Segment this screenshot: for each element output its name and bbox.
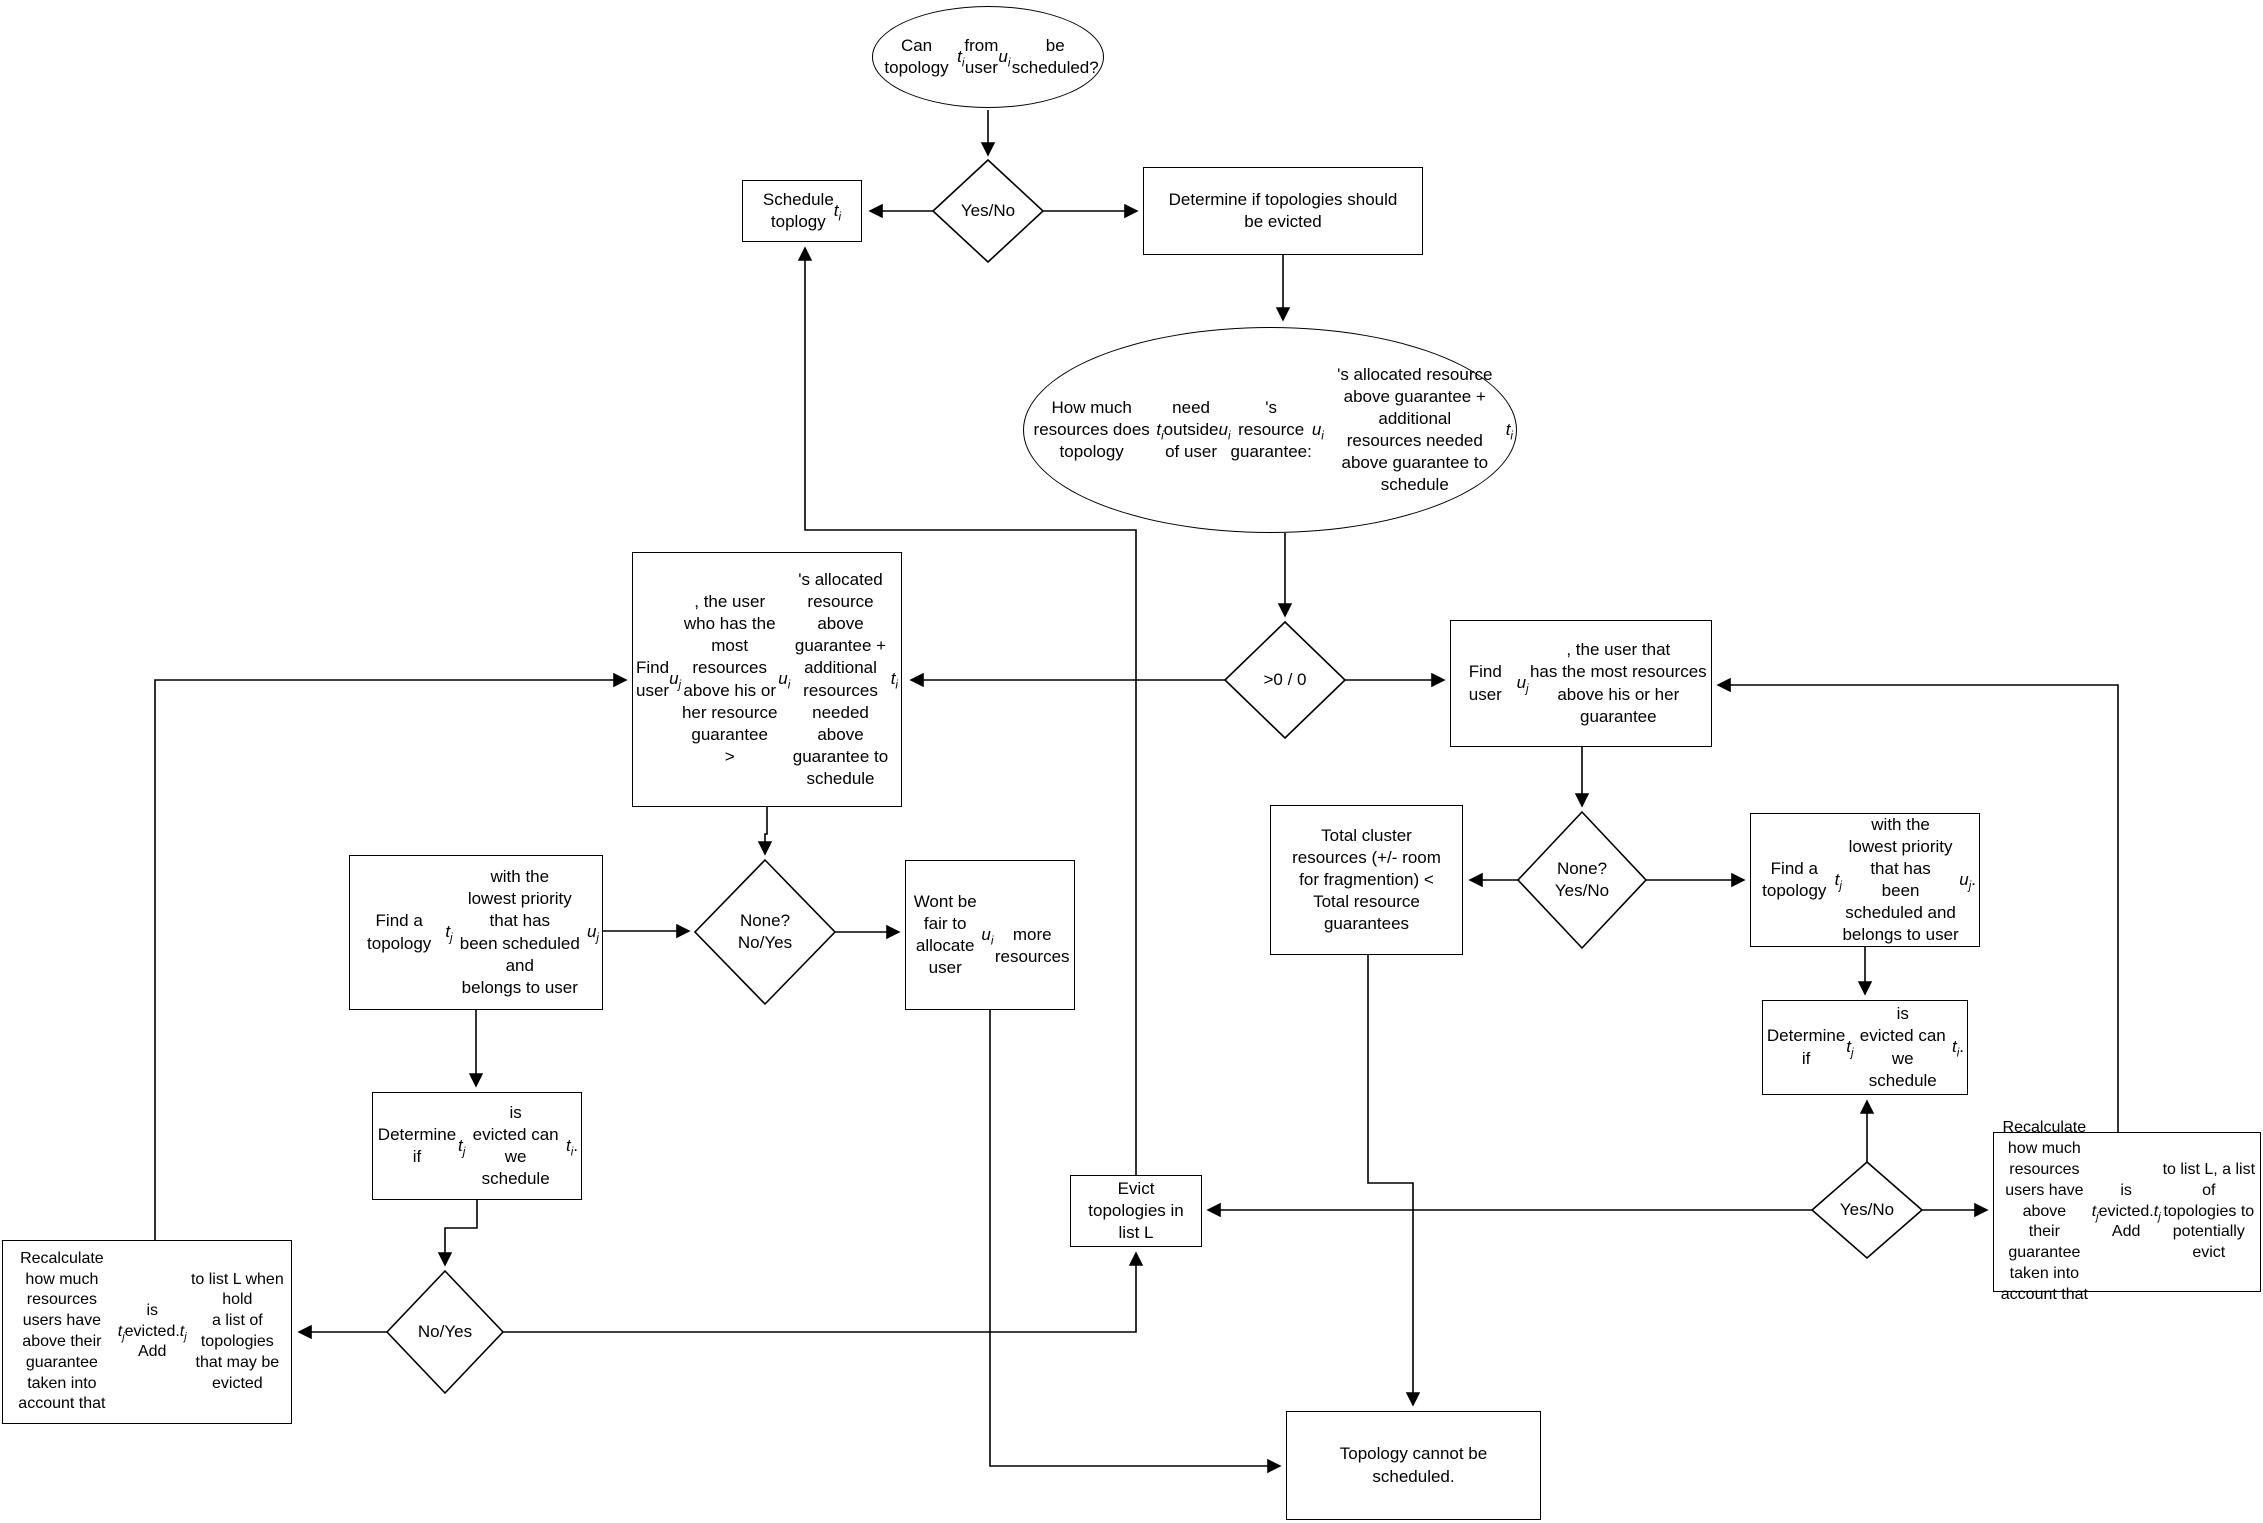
wont-be-fair-box: Wont be fair to allocate user ui more re… <box>905 860 1075 1010</box>
edge-wont-be-fair-to-cannot <box>989 1010 1282 1474</box>
determine-evicted-left-box: Determine if tj is evicted can we schedu… <box>372 1092 582 1200</box>
noyes-left-diamond-shape <box>385 1269 505 1395</box>
edge-find-user-fair-to-none-left <box>757 807 773 856</box>
find-user-guarantee-box: Find user uj, the user that has the most… <box>1450 620 1712 747</box>
none-right-diamond-shape <box>1516 810 1648 950</box>
start-ellipse: Can topology ti from user ui be schedule… <box>872 6 1104 108</box>
edge-evict-to-schedule <box>797 246 1137 1175</box>
find-user-fairness-box: Find user uj, the user who has the most … <box>632 552 902 807</box>
edge-recalc-right-loop <box>1716 677 2119 1132</box>
schedulable-diamond-shape <box>931 158 1045 264</box>
recalculate-right-box: Recalculate how much resources users hav… <box>1993 1119 2261 1303</box>
find-topology-left-box: Find a topology tj with the lowest prior… <box>349 855 603 1010</box>
schedulable-decision-diamond: Yes/No <box>960 200 1016 220</box>
none-decision-right-diamond: None? Yes/No <box>1554 858 1610 900</box>
yesno-decision-right-diamond: Yes/No <box>1839 1199 1895 1219</box>
schedule-topology-box: Schedule toplogy ti <box>742 180 862 242</box>
edge-recalc-left-loop <box>154 672 628 1240</box>
gt0-decision-diamond: >0 / 0 <box>1263 669 1307 689</box>
none-decision-left-diamond: None? No/Yes <box>737 910 793 952</box>
resources-needed-ellipse: How much resources does topology ti need… <box>1023 327 1517 533</box>
cannot-schedule-box: Topology cannot be scheduled. <box>1286 1411 1541 1520</box>
total-cluster-resources-box: Total cluster resources (+/- room for fr… <box>1270 805 1463 955</box>
find-topology-right-box: Find a topology tj with the lowest prior… <box>1750 813 1980 947</box>
edge-noyes-to-evict <box>503 1251 1144 1333</box>
evict-topologies-box: Evict topologies in list L <box>1070 1175 1202 1247</box>
gt0-diamond-shape <box>1223 620 1347 740</box>
none-left-diamond-shape <box>693 858 837 1006</box>
noyes-decision-left-diamond: No/Yes <box>417 1321 473 1341</box>
edge-determine-left-to-noyes <box>437 1200 478 1267</box>
edge-total-cluster-to-cannot <box>1367 955 1421 1407</box>
yesno-right-diamond-shape <box>1810 1160 1924 1260</box>
recalculate-left-box: Recalculate how much resources users hav… <box>2 1240 292 1424</box>
determine-eviction-box: Determine if topologies should be evicte… <box>1143 167 1423 255</box>
determine-evicted-right-box: Determine if tj is evicted can we schedu… <box>1762 1000 1968 1095</box>
